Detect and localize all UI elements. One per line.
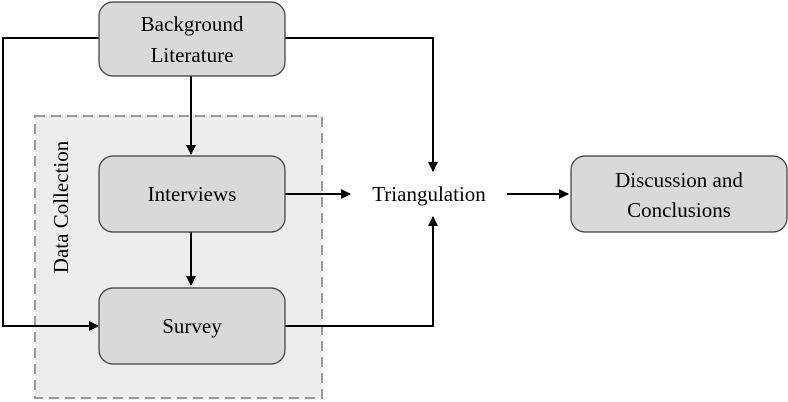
discussion-conclusions-label-line2: Conclusions (627, 198, 731, 222)
edge-literature-to-survey (2, 37, 100, 331)
discussion-conclusions-node: Discussion and Conclusions (570, 155, 788, 233)
discussion-conclusions-label: Discussion and (615, 168, 743, 192)
survey-label: Survey (162, 314, 222, 338)
edge-survey-to-triangulation (285, 216, 438, 327)
edge-literature-to-triangulation (285, 37, 438, 172)
interviews-node: Interviews (98, 155, 286, 233)
survey-node: Survey (98, 287, 286, 365)
interviews-label: Interviews (148, 182, 237, 206)
background-literature-node: Background Literature (98, 1, 286, 77)
background-literature-label: Background (141, 12, 244, 36)
data-collection-label: Data Collection (49, 140, 73, 273)
background-literature-label-line2: Literature (151, 43, 234, 67)
triangulation-label: Triangulation (372, 182, 486, 206)
